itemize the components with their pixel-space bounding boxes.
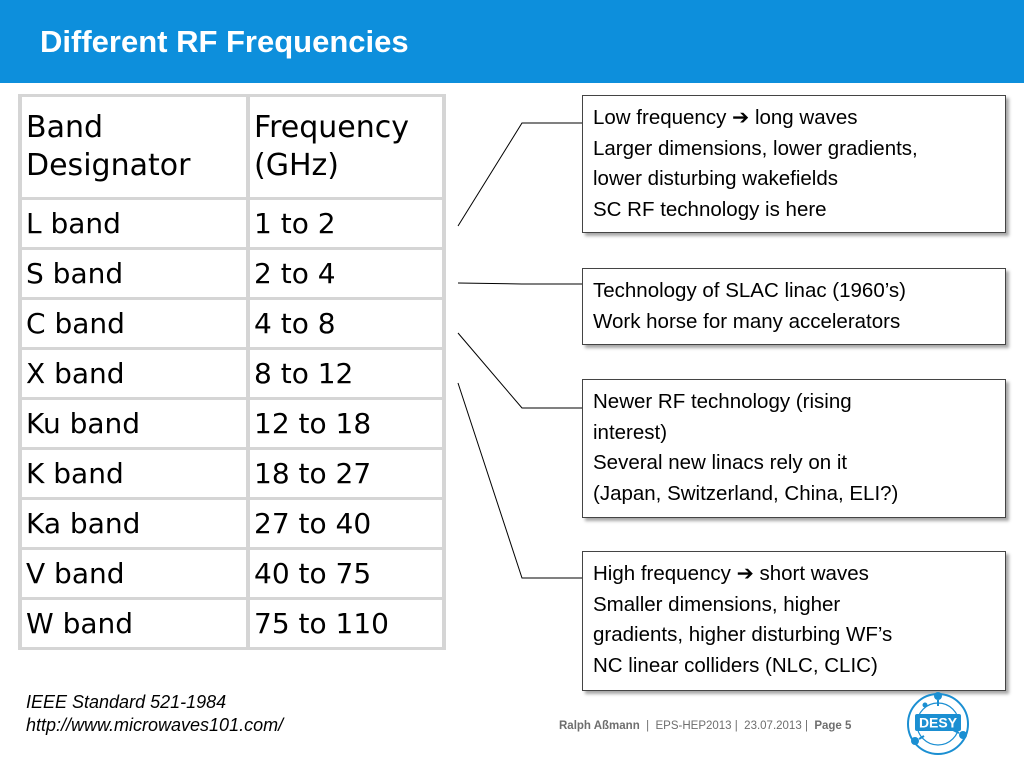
band-cell: V band xyxy=(22,550,246,597)
band-cell: K band xyxy=(22,450,246,497)
slide-title: Different RF Frequencies xyxy=(40,24,409,59)
frequency-cell: 27 to 40 xyxy=(250,500,442,547)
callout-high-frequency: High frequency ➔ short waves Smaller dim… xyxy=(582,551,1006,691)
band-cell: Ku band xyxy=(22,400,246,447)
frequency-cell: 2 to 4 xyxy=(250,250,442,297)
band-cell: L band xyxy=(22,200,246,247)
frequency-header: Frequency(GHz) xyxy=(250,97,442,197)
band-cell: X band xyxy=(22,350,246,397)
footer: Ralph Aßmann | EPS-HEP2013 | 23.07.2013 … xyxy=(559,720,852,732)
callout-newer-rf: Newer RF technology (rising interest) Se… xyxy=(582,379,1006,518)
footer-event: EPS-HEP2013 xyxy=(655,720,732,732)
table-crop-mask xyxy=(459,90,489,690)
footer-author: Ralph Aßmann xyxy=(559,720,640,732)
arrow-right-icon: ➔ xyxy=(736,562,754,585)
footer-page-number: Page 5 xyxy=(814,720,852,732)
frequency-cell: 75 to 110 xyxy=(250,600,442,647)
frequency-cell: 12 to 18 xyxy=(250,400,442,447)
callout-slac: Technology of SLAC linac (1960’s) Work h… xyxy=(582,268,1006,345)
footer-date: 23.07.2013 xyxy=(744,720,802,732)
connector-low-frequency xyxy=(457,122,582,227)
band-cell: Ka band xyxy=(22,500,246,547)
frequency-cell: 4 to 8 xyxy=(250,300,442,347)
frequency-cell: 8 to 12 xyxy=(250,350,442,397)
callout-low-frequency: Low frequency ➔ long waves Larger dimens… xyxy=(582,95,1006,233)
logo-text: DESY xyxy=(919,715,958,731)
connector-high-frequency xyxy=(457,382,582,579)
frequency-cell: 40 to 75 xyxy=(250,550,442,597)
frequency-cell: 1 to 2 xyxy=(250,200,442,247)
band-cell: W band xyxy=(22,600,246,647)
title-bar: Different RF Frequencies xyxy=(0,0,1024,83)
connector-slac xyxy=(457,282,582,285)
frequency-cell: 18 to 27 xyxy=(250,450,442,497)
band-cell: C band xyxy=(22,300,246,347)
arrow-right-icon: ➔ xyxy=(732,106,750,129)
connector-newer xyxy=(457,332,582,409)
band-cell: S band xyxy=(22,250,246,297)
reference-url: http://www.microwaves101.com/ xyxy=(26,715,284,735)
desy-logo-icon: DESY xyxy=(907,692,969,755)
reference-standard: IEEE Standard 521-1984 xyxy=(26,692,227,712)
